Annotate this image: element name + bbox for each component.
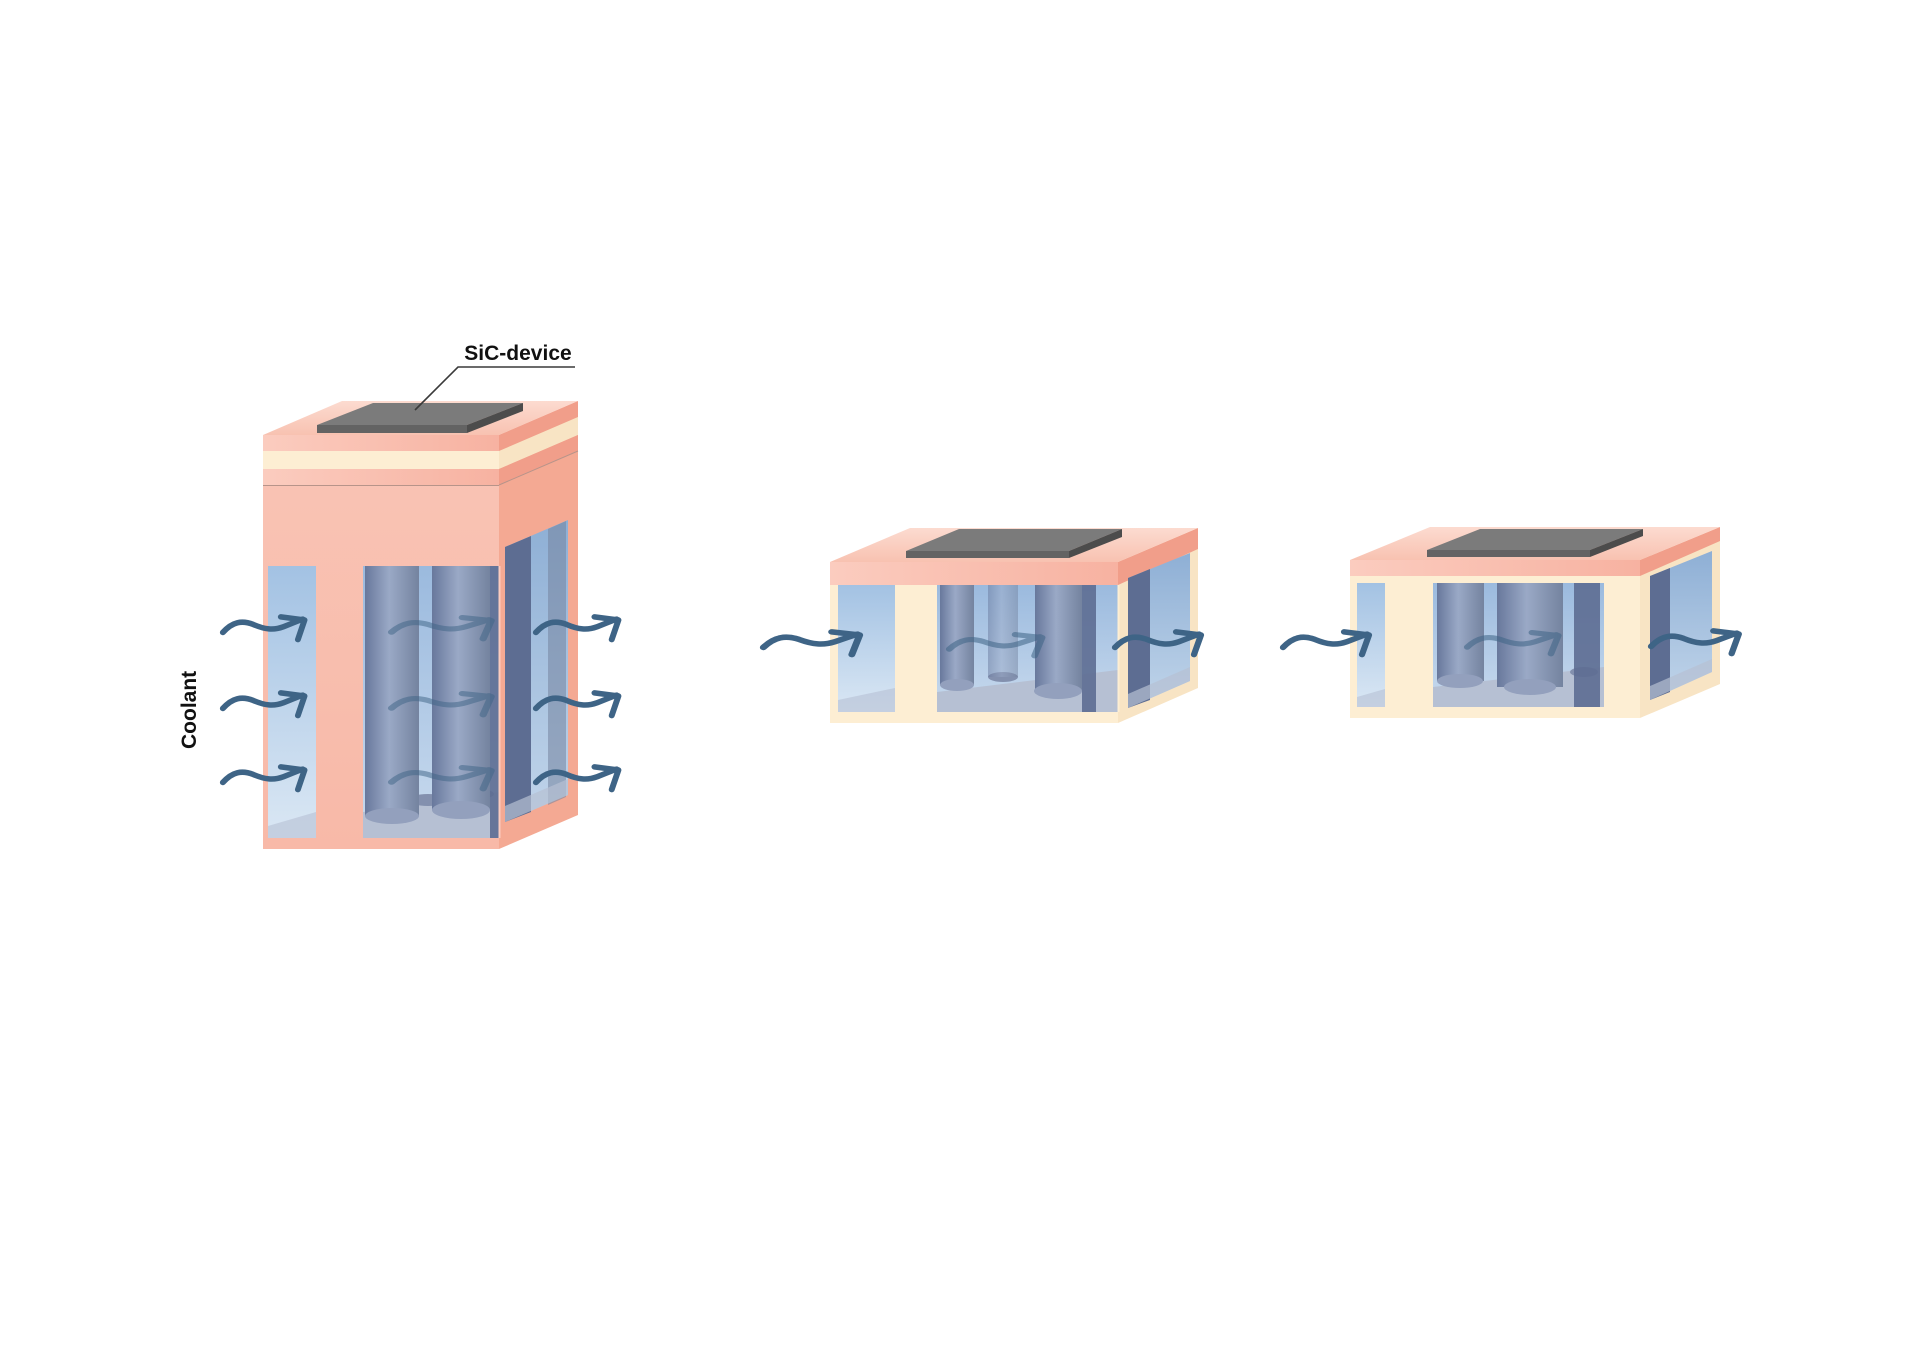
sic-device-chip-front xyxy=(317,425,467,433)
sic-device-chip-top xyxy=(1427,529,1643,550)
figure-flat-cooler xyxy=(763,528,1201,723)
side-pink-band xyxy=(499,401,578,451)
side-pink-band xyxy=(1118,528,1198,585)
pin-fin xyxy=(1437,583,1484,681)
inlet-coolant-window xyxy=(1357,583,1385,707)
side-channel-floor xyxy=(1650,659,1712,700)
sic-device-chip-top xyxy=(317,403,523,425)
sic-device-chip-top xyxy=(906,529,1122,551)
inlet-window-floor xyxy=(1357,689,1385,707)
inlet-window-floor xyxy=(838,688,895,712)
figure-thin-cooler xyxy=(1283,527,1739,718)
sic-device-chip-side xyxy=(1069,529,1122,558)
pin-fin xyxy=(1082,585,1096,712)
side-channel-floor xyxy=(1128,667,1190,708)
inlet-window-floor xyxy=(268,812,316,838)
front-pink-band xyxy=(1350,560,1640,576)
side-pink-band xyxy=(1640,527,1720,576)
pin-fin xyxy=(940,585,974,685)
front-pink-band xyxy=(830,562,1118,585)
side-layer-line xyxy=(498,450,579,486)
coolant-label: Coolant xyxy=(178,671,201,749)
pin-base xyxy=(1504,679,1556,695)
device-leader-line xyxy=(414,366,575,411)
pin-fin xyxy=(1574,583,1600,707)
pin-base xyxy=(432,801,490,819)
sic-device-chip-side xyxy=(1590,529,1643,557)
front-pink-band xyxy=(263,469,499,485)
sic-device-chip-front xyxy=(1427,550,1590,557)
pin-base xyxy=(940,679,974,691)
sic-device-chip-side xyxy=(467,403,523,433)
side-cream-layer xyxy=(499,417,578,469)
pin-base xyxy=(365,808,419,824)
side-pin-fin xyxy=(1650,568,1670,700)
pin-base xyxy=(1034,683,1082,699)
side-channel-floor xyxy=(505,779,568,822)
side-pink-band xyxy=(499,435,578,485)
front-cream-layer xyxy=(263,451,499,469)
figure-tall-cooler: SiC-device Coolant xyxy=(178,342,618,849)
side-pin-fin xyxy=(505,536,531,822)
side-pin-fin xyxy=(548,521,566,805)
sic-device-chip-front xyxy=(906,551,1069,558)
pin-fin xyxy=(988,585,1018,677)
front-pink-band xyxy=(263,435,499,451)
pin-base xyxy=(1437,674,1483,688)
pin-fin xyxy=(490,566,499,838)
sic-device-label: SiC-device xyxy=(464,342,571,365)
